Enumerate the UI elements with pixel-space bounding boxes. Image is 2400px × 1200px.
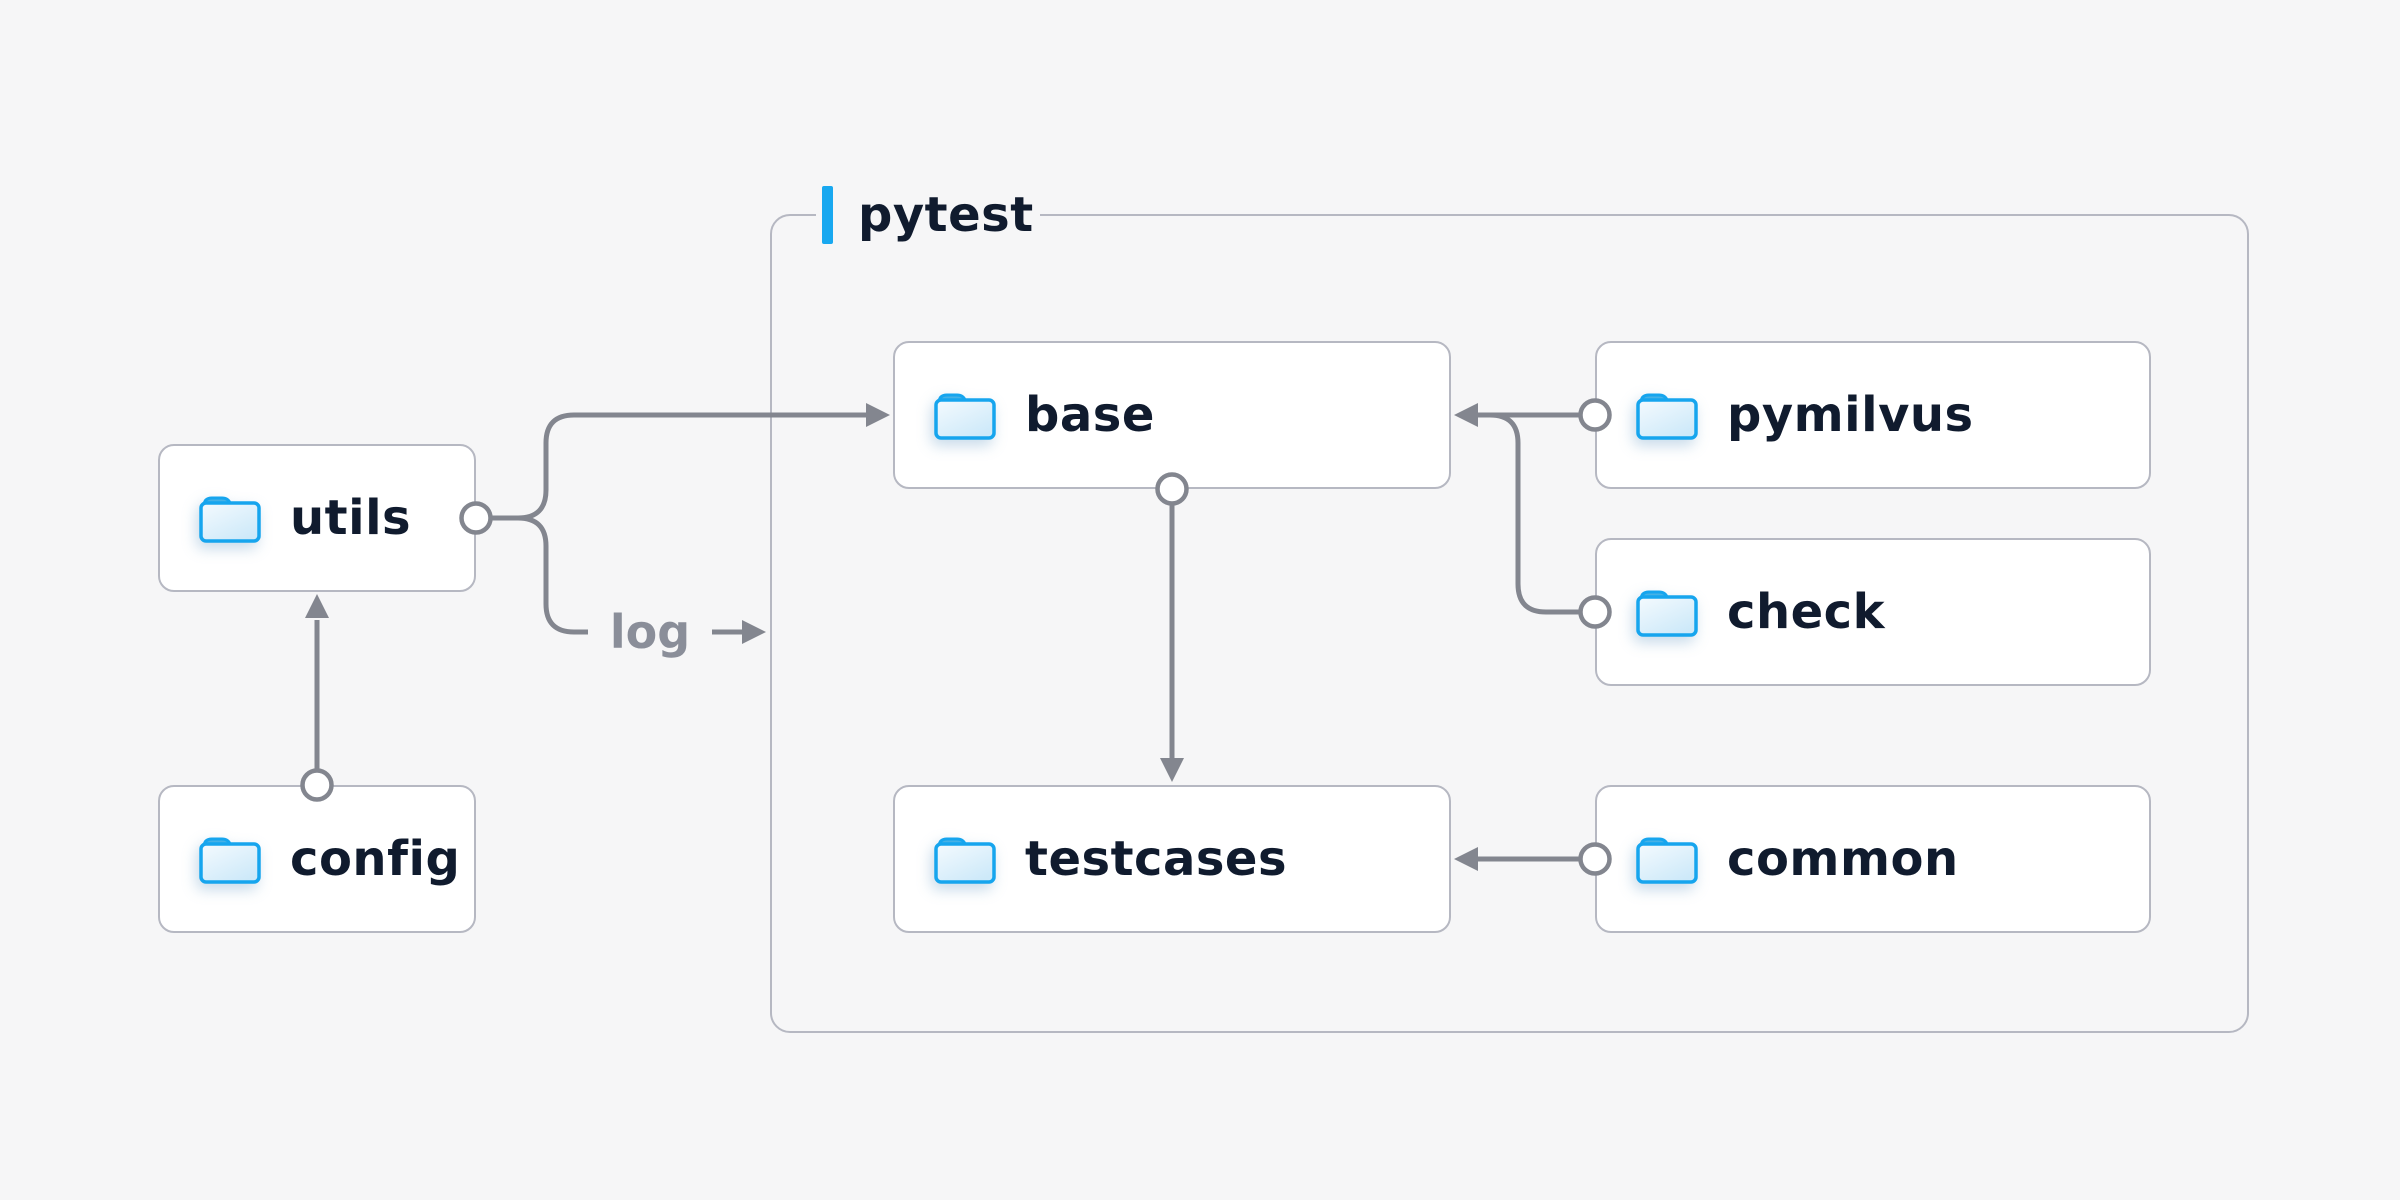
edge-config-utils bbox=[305, 594, 329, 769]
folder-icon bbox=[198, 492, 262, 544]
folder-icon bbox=[1635, 833, 1699, 885]
folder-icon bbox=[1635, 389, 1699, 441]
folder-icon bbox=[933, 389, 997, 441]
node-base: base bbox=[893, 341, 1451, 489]
arrowhead-up-icon bbox=[305, 594, 329, 618]
node-label: utils bbox=[290, 490, 412, 546]
log-edge-label: log bbox=[609, 605, 691, 659]
node-testcases: testcases bbox=[893, 785, 1451, 933]
group-title: pytest bbox=[858, 187, 1034, 243]
node-label: pymilvus bbox=[1727, 387, 1974, 443]
node-pymilvus: pymilvus bbox=[1595, 341, 2151, 489]
accent-bar-icon bbox=[822, 186, 833, 244]
folder-icon bbox=[1635, 586, 1699, 638]
node-config: config bbox=[158, 785, 476, 933]
node-common: common bbox=[1595, 785, 2151, 933]
node-utils: utils bbox=[158, 444, 476, 592]
node-label: base bbox=[1025, 387, 1155, 443]
node-label: common bbox=[1727, 831, 1959, 887]
folder-icon bbox=[933, 833, 997, 885]
folder-icon bbox=[198, 833, 262, 885]
node-check: check bbox=[1595, 538, 2151, 686]
pytest-group-label: pytest bbox=[816, 184, 1040, 246]
arrowhead-right-icon bbox=[742, 620, 766, 644]
node-label: check bbox=[1727, 584, 1886, 640]
pytest-group-border bbox=[770, 214, 2249, 1033]
node-label: testcases bbox=[1025, 831, 1288, 887]
node-label: config bbox=[290, 831, 461, 887]
